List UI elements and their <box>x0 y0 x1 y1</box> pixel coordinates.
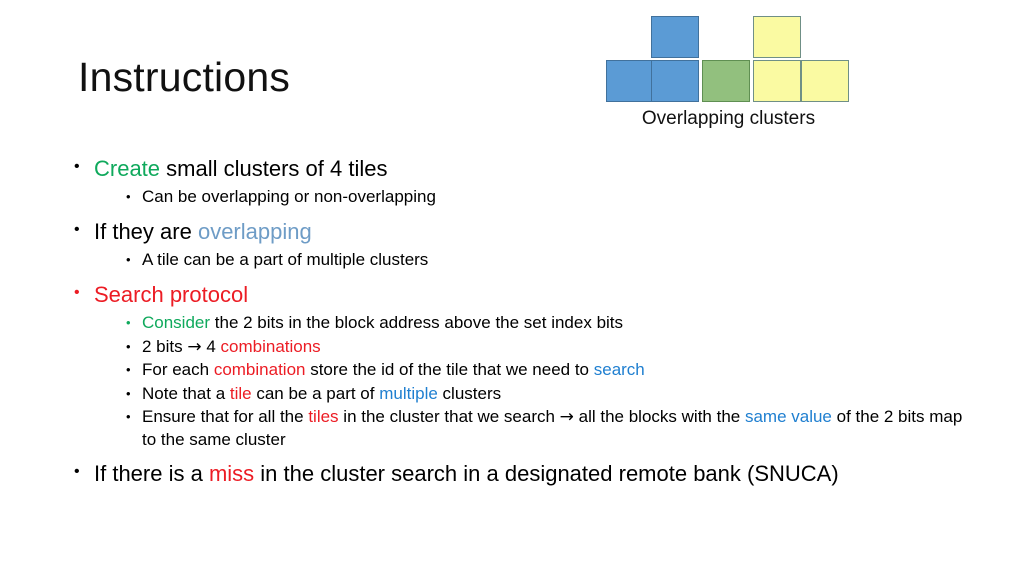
bullet-group-miss: • If there is a miss in the cluster sear… <box>74 460 974 489</box>
bullet-group-create: • Create small clusters of 4 tiles • Can… <box>74 155 974 208</box>
bullet-group-overlapping: • If they are overlapping • A tile can b… <box>74 218 974 271</box>
bullet-note-lead: Note that a <box>142 383 230 403</box>
bullet-create-sub1-text: Can be overlapping or non-overlapping <box>142 186 436 206</box>
bullet-ensure-tiles-text: Ensure that for all the tiles in the clu… <box>142 406 974 451</box>
tile-r1c3 <box>753 60 801 102</box>
accent-search: search <box>593 360 645 380</box>
bullet-create-text: Create small clusters of 4 tiles <box>94 155 974 184</box>
bullet-note-tile: • Note that a tile can be a part of mult… <box>126 383 974 406</box>
slide-body: • Create small clusters of 4 tiles • Can… <box>74 155 974 490</box>
tile-r1c4 <box>801 60 849 102</box>
arrow-icon: → <box>187 336 202 357</box>
bullet-note-mid: can be a part of <box>251 383 380 403</box>
bullet-dot-icon: • <box>126 362 131 378</box>
arrow-icon: → <box>559 407 574 428</box>
bullet-for-each-combination-text: For each combination store the id of the… <box>142 359 974 382</box>
bullet-note-tail: clusters <box>437 383 502 403</box>
bullet-group-search-protocol: • Search protocol • Consider the 2 bits … <box>74 281 974 451</box>
accent-tile: tile <box>229 383 252 403</box>
bullet-miss-text: If there is a miss in the cluster search… <box>94 460 974 489</box>
accent-same-value: same value <box>744 407 832 427</box>
tile-r1c0 <box>606 60 654 102</box>
bullet-dot-icon: • <box>126 315 131 330</box>
bullet-miss-tail: in the cluster search in a designated re… <box>254 460 839 486</box>
tile-r0c1 <box>651 16 699 58</box>
bullet-dot-icon: • <box>74 284 80 302</box>
overlapping-clusters-figure: Overlapping clusters <box>606 16 851 130</box>
bullet-overlapping-sub1-text: A tile can be a part of multiple cluster… <box>142 249 429 269</box>
bullet-ensure-mid: in the cluster that we search <box>338 407 560 427</box>
bullet-consider-rest: the 2 bits in the block address above th… <box>210 313 624 332</box>
tile-r1c1 <box>651 60 699 102</box>
bullet-combinations: • 2 bits → 4 combinations <box>126 336 974 359</box>
bullet-create: • Create small clusters of 4 tiles <box>74 155 974 184</box>
bullet-create-sub1: • Can be overlapping or non-overlapping <box>126 186 974 209</box>
bullet-dot-icon: • <box>74 462 80 480</box>
bullet-consider: • Consider the 2 bits in the block addre… <box>126 312 974 335</box>
bullet-dot-icon: • <box>126 409 131 425</box>
bullet-dot-icon: • <box>126 338 131 354</box>
page-title: Instructions <box>78 54 291 100</box>
bullet-foreach-lead: For each <box>142 360 214 380</box>
bullet-dot-icon: • <box>126 188 131 204</box>
accent-combination: combination <box>213 360 306 380</box>
bullet-if-overlapping: • If they are overlapping <box>74 218 974 247</box>
accent-create: Create <box>94 156 161 181</box>
bullet-dot-icon: • <box>126 385 131 401</box>
accent-combinations: combinations <box>220 336 321 356</box>
bullet-note-tile-text: Note that a tile can be a part of multip… <box>142 383 974 406</box>
bullet-dot-icon: • <box>126 251 131 267</box>
bullet-consider-text: Consider the 2 bits in the block address… <box>142 312 974 335</box>
bullet-foreach-mid: store the id of the tile that we need to <box>305 360 594 380</box>
bullet-miss-lead: If there is a <box>94 460 209 486</box>
accent-multiple: multiple <box>379 383 438 403</box>
bullet-ensure-lead: Ensure that for all the <box>142 407 309 427</box>
bullet-search-protocol: • Search protocol <box>74 281 974 310</box>
accent-tiles: tiles <box>308 407 339 427</box>
bullet-search-protocol-text: Search protocol <box>94 282 249 308</box>
tile-r1c2 <box>702 60 750 102</box>
bullet-ensure-tiles: • Ensure that for all the tiles in the c… <box>126 406 974 451</box>
tile-grid <box>606 16 849 102</box>
tile-r0c3 <box>753 16 801 58</box>
bullet-overlapping-lead: If they are <box>94 219 198 245</box>
figure-caption: Overlapping clusters <box>641 108 816 129</box>
bullet-ensure-mid2: all the blocks with the <box>573 407 745 427</box>
bullet-dot-icon: • <box>74 158 80 175</box>
bullet-overlapping-sub1: • A tile can be a part of multiple clust… <box>126 249 974 272</box>
bullet-combinations-mid: 4 <box>201 336 221 356</box>
accent-consider: Consider <box>142 313 211 332</box>
accent-overlapping: overlapping <box>197 219 312 245</box>
bullet-combinations-text: 2 bits → 4 combinations <box>142 336 974 359</box>
bullet-dot-icon: • <box>74 221 80 239</box>
bullet-miss: • If there is a miss in the cluster sear… <box>74 460 974 489</box>
bullet-ensure-tail: of the 2 bits map to the same cluster <box>142 407 963 450</box>
bullet-combinations-lead: 2 bits <box>142 336 188 356</box>
bullet-for-each-combination: • For each combination store the id of t… <box>126 359 974 382</box>
accent-miss: miss <box>208 460 255 486</box>
bullet-create-rest: small clusters of 4 tiles <box>160 156 388 181</box>
bullet-if-overlapping-text: If they are overlapping <box>94 218 974 247</box>
